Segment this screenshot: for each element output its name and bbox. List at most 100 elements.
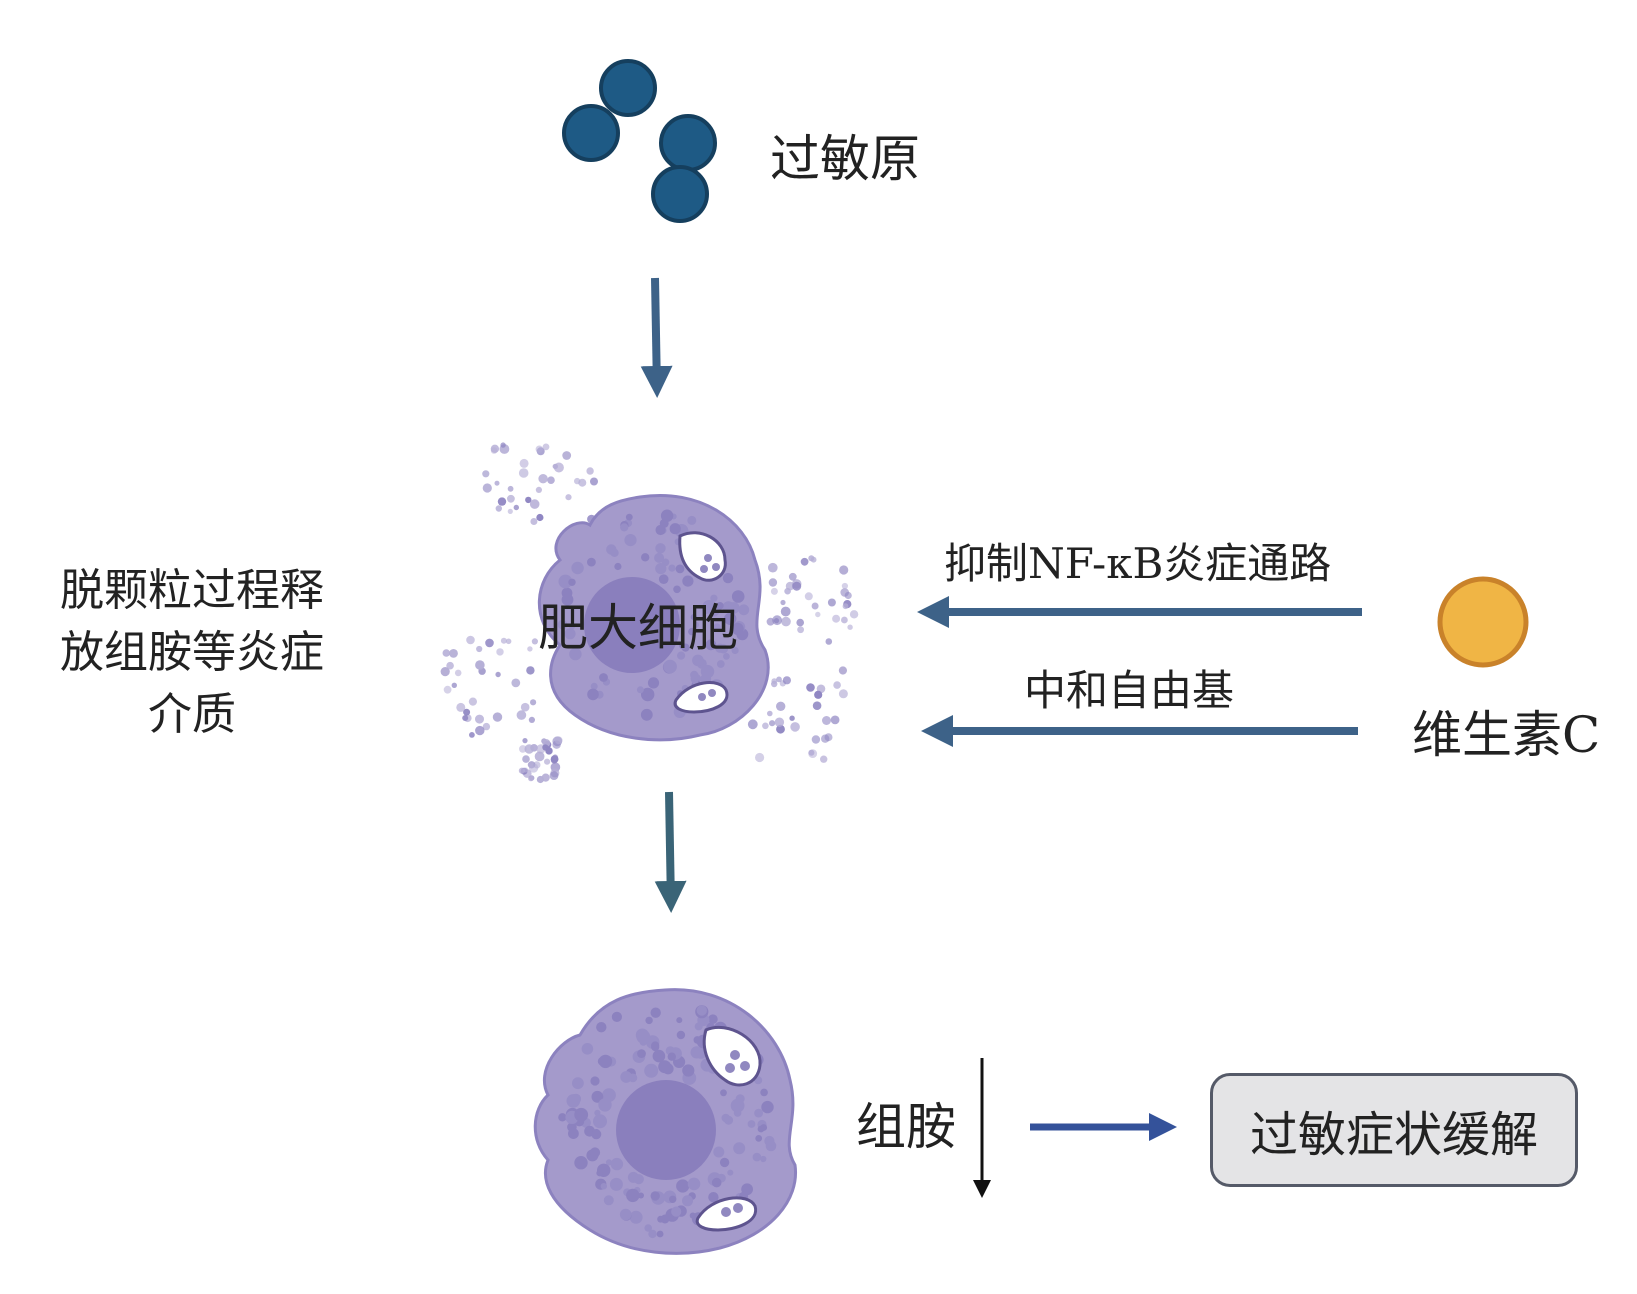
granule-dot: [731, 622, 744, 636]
degranulation-line: 介质: [148, 689, 236, 740]
granule-dot: [682, 1195, 693, 1207]
granule-dot: [681, 643, 690, 652]
granule-dot: [677, 651, 686, 660]
granule-dot: [650, 1191, 660, 1201]
granule-dot: [841, 582, 849, 590]
granule-dot: [620, 1071, 633, 1083]
granule-dot: [572, 1077, 584, 1090]
granule-dot: [492, 712, 503, 722]
granule-dot: [774, 717, 785, 727]
granule-dot: [590, 1076, 600, 1086]
granule-dot: [640, 708, 653, 721]
vitamin-c-label: 维生素C: [1412, 706, 1601, 764]
granule-dot: [536, 775, 545, 784]
granule-dot: [811, 602, 819, 610]
granule-dot: [667, 1052, 676, 1061]
granule-dot: [648, 1229, 657, 1239]
granule-dot: [565, 494, 572, 501]
granule-dot: [500, 637, 507, 644]
granule-dot: [568, 1128, 579, 1139]
granule-dot: [587, 557, 596, 567]
granule-dot: [574, 1156, 588, 1170]
granule-dot: [466, 635, 475, 645]
granule-dot: [495, 671, 501, 678]
granule-dot: [720, 1089, 727, 1097]
granule-dot: [482, 483, 492, 493]
granule-dot: [769, 720, 776, 727]
granule-dot: [581, 1043, 594, 1055]
granule-dot: [591, 1129, 602, 1140]
granule-dot: [768, 578, 778, 587]
granule-dot: [721, 1113, 731, 1123]
granule-dot: [535, 445, 543, 453]
granule-dot: [507, 494, 515, 503]
granule-dot: [626, 1188, 640, 1203]
granule-dot: [644, 1224, 652, 1232]
granule-dot: [821, 734, 830, 743]
granule-dot: [610, 1157, 624, 1171]
granule-dot: [771, 680, 778, 688]
granule-dot: [638, 1192, 644, 1199]
granule-dot: [599, 673, 608, 682]
granule-dot: [655, 524, 666, 536]
granule-dot: [495, 505, 502, 512]
granule-dot: [482, 470, 490, 478]
granule-dot: [808, 749, 818, 758]
granule-dot: [668, 564, 676, 572]
granule-dot: [673, 585, 681, 594]
granule-dot: [838, 689, 848, 699]
granule-dot: [586, 467, 594, 475]
granule-dot: [841, 616, 848, 624]
granule-dot: [519, 458, 529, 468]
granule-dot: [772, 615, 782, 626]
granule-dot: [562, 451, 572, 460]
granule-dot: [625, 513, 633, 521]
granule-dot: [614, 562, 622, 571]
degranulation-label: 脱颗粒过程释 放组胺等炎症 介质: [22, 560, 362, 746]
granule-dot: [814, 690, 823, 699]
granule-dot: [652, 1049, 666, 1063]
allergen-particle: [562, 104, 620, 162]
granule-dot: [768, 562, 778, 573]
granule-dot: [716, 602, 724, 610]
granule-dot: [587, 688, 599, 701]
granule-dot: [590, 477, 598, 486]
granule-dot: [827, 598, 836, 607]
degranulation-line: 放组胺等炎症: [60, 627, 324, 678]
granule-dot: [547, 476, 555, 485]
granule-dot: [469, 732, 475, 738]
granule-dot: [609, 1177, 623, 1191]
granule-dot: [647, 677, 660, 689]
granule-dot: [633, 1174, 644, 1185]
granule-dot: [511, 678, 521, 688]
granule-dot: [806, 683, 815, 692]
granule-dot: [675, 564, 685, 574]
granule-dot: [530, 518, 538, 525]
granule-dot: [496, 648, 504, 656]
granule-dot: [660, 509, 674, 522]
granule-dot: [598, 1054, 613, 1069]
granule-dot: [561, 593, 574, 606]
granule-dot: [696, 1005, 707, 1016]
granule-dot: [752, 1152, 762, 1162]
granule-dot: [804, 592, 813, 601]
granule-dot: [830, 715, 840, 725]
granule-dot: [513, 504, 519, 511]
granule-dot: [446, 661, 454, 670]
granule-dot: [754, 1108, 763, 1118]
granule-dot: [456, 702, 466, 712]
released-granules: [440, 442, 859, 784]
granule-dot: [733, 1109, 742, 1117]
granule-dot: [528, 763, 539, 773]
symptom-relief-label: 过敏症状缓解: [1249, 1107, 1538, 1163]
granule-dot: [629, 1210, 643, 1224]
granule-dot: [669, 1195, 677, 1204]
granule-dot: [574, 1107, 589, 1122]
granule-dot: [757, 1125, 765, 1133]
granule-dot: [660, 1214, 670, 1224]
granule-dot: [847, 624, 853, 630]
mast-cell-label: 肥大细胞: [538, 599, 738, 657]
granule-dot: [542, 744, 549, 751]
granule-dot: [516, 710, 527, 720]
granule-dot: [733, 1142, 746, 1155]
